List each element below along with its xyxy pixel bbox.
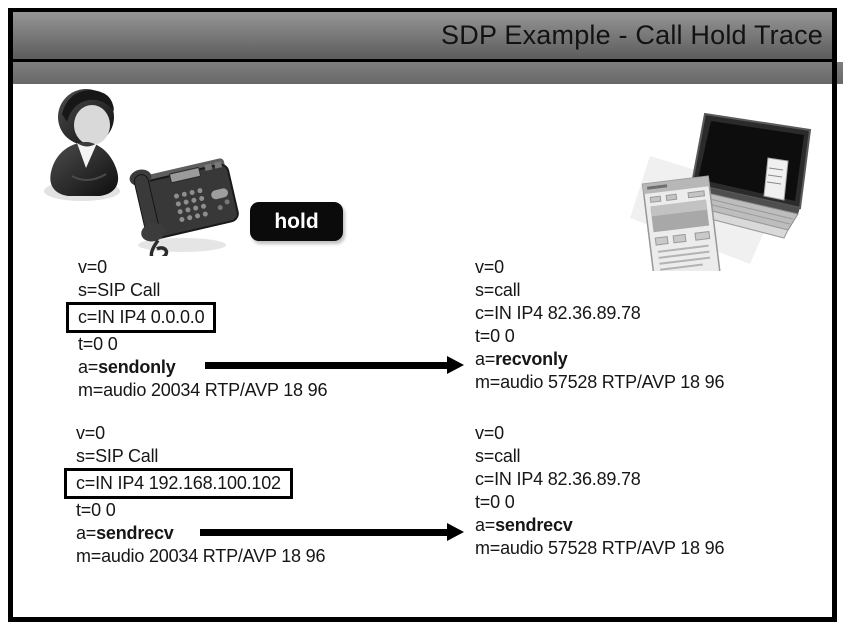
frame-border-segment (832, 62, 837, 84)
hold-badge: hold (250, 202, 343, 241)
sdp-line: a=recvonly (475, 349, 568, 369)
sdp-line: s=call (475, 446, 521, 466)
sdp-line: t=0 0 (76, 500, 116, 520)
desk-phone-icon (120, 148, 244, 262)
desk-phone-icon-svg (129, 158, 239, 262)
sdp-line: t=0 0 (475, 326, 515, 346)
highlight-box: c=IN IP4 0.0.0.0 (66, 302, 217, 333)
resume-offer-arrow (200, 523, 464, 541)
sdp-block-laptop-resume-answer: v=0 s=call c=IN IP4 82.36.89.78 t=0 0 a=send… (463, 422, 724, 560)
hold-badge-label: hold (274, 210, 319, 233)
highlight-box: c=IN IP4 192.168.100.102 (64, 468, 293, 499)
sdp-line: v=0 (475, 423, 504, 443)
sdp-line: s=call (475, 280, 521, 300)
sdp-line: a=sendrecv (76, 523, 174, 543)
laptop-icon (630, 96, 830, 287)
slide-frame (8, 8, 837, 622)
sdp-line: a=sendonly (78, 357, 176, 377)
hold-offer-arrow (205, 356, 464, 374)
sdp-line: s=SIP Call (78, 280, 161, 300)
person-icon-svg (44, 89, 120, 201)
slide-title: SDP Example - Call Hold Trace (441, 20, 823, 50)
sdp-line: c=IN IP4 0.0.0.0 (66, 302, 327, 333)
title-bar: SDP Example - Call Hold Trace (13, 12, 832, 62)
sdp-line: v=0 (76, 423, 105, 443)
sdp-line: v=0 (78, 257, 107, 277)
sdp-line: m=audio 20034 RTP/AVP 18 96 (78, 380, 328, 400)
sdp-line: a=sendrecv (475, 515, 573, 535)
laptop-icon-svg (630, 112, 812, 287)
sdp-line: c=IN IP4 192.168.100.102 (64, 468, 325, 499)
title-bar-shadow (13, 62, 843, 84)
sdp-line: m=audio 57528 RTP/AVP 18 96 (475, 372, 725, 392)
person-icon (42, 84, 126, 207)
sdp-line: c=IN IP4 82.36.89.78 (475, 303, 641, 323)
sdp-line: s=SIP Call (76, 446, 159, 466)
sdp-block-laptop-hold-answer: v=0 s=call c=IN IP4 82.36.89.78 t=0 0 a=recv… (463, 256, 724, 394)
sdp-line: t=0 0 (475, 492, 515, 512)
sdp-line: m=audio 57528 RTP/AVP 18 96 (475, 538, 725, 558)
sdp-line: v=0 (475, 257, 504, 277)
sdp-line: c=IN IP4 82.36.89.78 (475, 469, 641, 489)
sdp-line: t=0 0 (78, 334, 118, 354)
sdp-line: m=audio 20034 RTP/AVP 18 96 (76, 546, 326, 566)
